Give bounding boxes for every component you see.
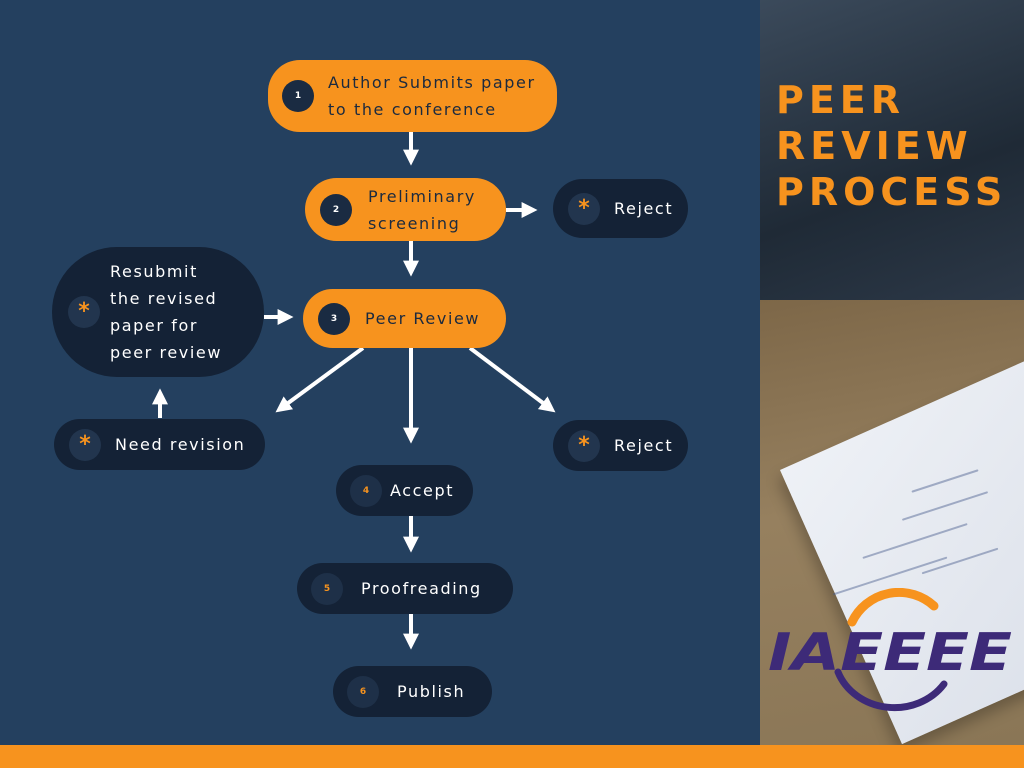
step-screening-line2: screening xyxy=(368,213,461,233)
step-accept-label: Accept xyxy=(390,481,455,500)
asterisk-icon: * xyxy=(69,428,101,461)
step-submit-line1: Author Submits paper xyxy=(328,73,536,92)
reject-screening-node: * Reject xyxy=(553,179,688,238)
asterisk-icon: * xyxy=(568,429,600,462)
asterisk-icon: * xyxy=(568,192,600,225)
resubmit-node: * Resubmit the revised paper for peer re… xyxy=(52,247,264,377)
step-number-badge: 4 xyxy=(350,474,382,507)
need-revision-label: Need revision xyxy=(115,435,246,454)
logo-orange-arc xyxy=(847,588,939,627)
resubmit-line1: Resubmit xyxy=(110,262,198,281)
step-proofreading-label: Proofreading xyxy=(361,579,482,598)
step-number-badge: 3 xyxy=(318,302,350,335)
desk-photo xyxy=(760,0,1024,745)
step-submit-node: 1 Author Submits paper to the conference xyxy=(268,60,557,132)
step-submit-line2: to the conference xyxy=(328,100,497,119)
logo-text: IAEEEE xyxy=(768,623,1012,683)
iaeeee-logo: IAEEEE xyxy=(768,588,1012,712)
step-publish-label: Publish xyxy=(397,682,466,701)
step-number-badge: 5 xyxy=(311,572,343,605)
title-line-3: PROCESS xyxy=(776,170,1008,214)
need-revision-node: * Need revision xyxy=(54,419,265,470)
step-proofreading-node: 5 Proofreading xyxy=(297,563,513,614)
bottom-accent-bar xyxy=(0,745,1024,768)
arrow-review-to-reject xyxy=(468,346,556,413)
step-review-node: 3 Peer Review xyxy=(303,289,506,348)
asterisk-icon: * xyxy=(68,296,100,328)
step-number-badge: 1 xyxy=(282,80,314,112)
step-screening-line1: Preliminary xyxy=(368,186,476,206)
resubmit-line2: the revised xyxy=(110,289,218,308)
resubmit-line4: peer review xyxy=(110,343,223,362)
resubmit-line3: paper for xyxy=(110,316,199,335)
step-review-label: Peer Review xyxy=(365,309,481,328)
step-screening-node: 2 Preliminary screening xyxy=(305,178,506,241)
step-number-badge: 2 xyxy=(320,193,352,226)
title-line-1: PEER xyxy=(776,78,906,122)
step-publish-node: 6 Publish xyxy=(333,666,492,717)
step-number-badge: 6 xyxy=(347,675,379,708)
arrow-review-to-revision xyxy=(275,346,365,413)
reject-review-label: Reject xyxy=(614,436,674,455)
photo-wall xyxy=(760,0,1024,300)
step-accept-node: 4 Accept xyxy=(336,465,473,516)
reject-screening-label: Reject xyxy=(614,199,674,218)
reject-review-node: * Reject xyxy=(553,420,688,471)
title-line-2: REVIEW xyxy=(776,124,973,168)
logo-purple-arc xyxy=(834,668,948,712)
